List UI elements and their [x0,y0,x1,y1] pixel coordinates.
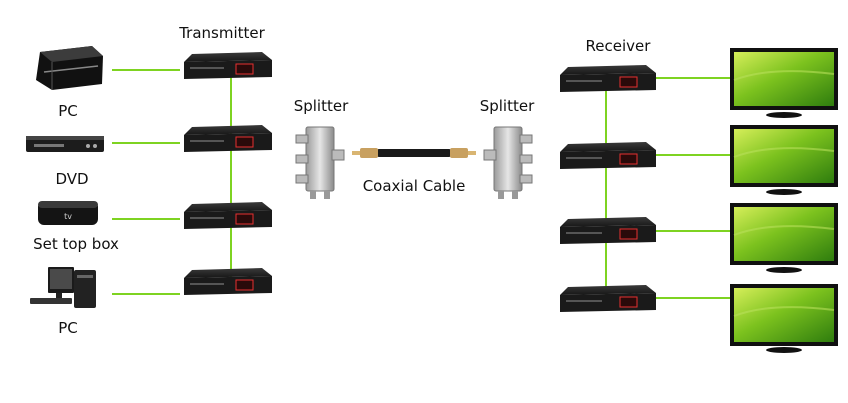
transmitter-3 [184,202,272,229]
set-top-box-icon: tv [38,201,98,225]
source-label: Set top box [33,235,119,253]
tv-displays [730,48,838,353]
coaxial-cable-label: Coaxial Cable [362,177,466,195]
receiver-4 [560,285,656,312]
tv-icon [730,125,838,195]
receiver-units [560,65,656,312]
receiver-label: Receiver [585,37,651,55]
tv-icon [730,48,838,118]
coaxial-cable-icon [352,148,476,158]
display-links [605,77,730,299]
source-label: PC [58,319,78,337]
tv-icon [730,284,838,353]
receiver-3 [560,217,656,244]
tv-icon [730,203,838,273]
splitter-right-label: Splitter [479,97,535,115]
transmitter-label: Transmitter [179,24,265,42]
dvd-player-icon [26,136,104,152]
transmitter-4 [184,268,272,295]
receiver-2 [560,142,656,169]
desktop-pc-icon [30,267,96,308]
transmitter-units [184,52,272,295]
source-label: PC [58,102,78,120]
transmitter-1 [184,52,272,79]
splitter-left-label: Splitter [293,97,349,115]
transmitter-2 [184,125,272,152]
game-console-icon [36,46,103,90]
splitter-right-icon [483,126,533,199]
splitter-left-icon [295,126,345,199]
receiver-1 [560,65,656,92]
source-label: DVD [55,170,89,188]
svg-text:tv: tv [64,212,72,221]
source-links [112,69,232,295]
